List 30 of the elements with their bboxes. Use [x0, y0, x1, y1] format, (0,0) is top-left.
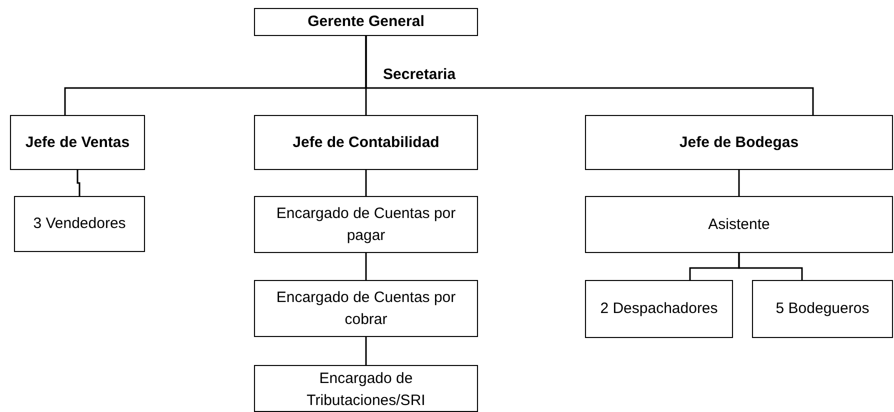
org-chart-box	[585, 115, 893, 170]
org-chart-box	[752, 280, 893, 338]
connector-line	[738, 253, 803, 280]
position-title: Gerente General	[308, 12, 424, 32]
org-chart-box	[10, 115, 145, 170]
position-title: 2 Despachadores	[600, 299, 718, 320]
position-title: Jefe de Bodegas	[679, 132, 799, 153]
connector-line	[76, 170, 80, 196]
position-title: 3 Vendedores	[33, 214, 126, 234]
position-title: Encargado de Tributaciones/SRI	[306, 369, 426, 411]
position-title: 5 Bodegueros	[776, 299, 870, 320]
connector-line	[738, 170, 740, 196]
org-chart-box	[585, 196, 893, 253]
org-chart-box	[254, 365, 478, 412]
position-title: Jefe de Ventas	[25, 132, 130, 153]
connector-line	[365, 337, 367, 365]
position-title: Encargado de Cuentas por cobrar	[275, 288, 457, 330]
org-chart-box	[585, 280, 733, 338]
position-title: Asistente	[708, 214, 770, 235]
position-title: Jefe de Contabilidad	[292, 132, 440, 153]
connector-line	[365, 253, 367, 280]
org-chart-box	[254, 8, 478, 36]
position-title: Encargado de Cuentas por pagar	[275, 204, 457, 246]
org-chart-box	[254, 196, 478, 253]
org-chart-box	[254, 280, 478, 337]
org-chart-box	[14, 196, 145, 252]
connector-line	[365, 170, 367, 196]
org-chart-box	[254, 115, 478, 170]
connector-line	[365, 36, 814, 115]
role-label: Secretaria	[383, 66, 456, 83]
